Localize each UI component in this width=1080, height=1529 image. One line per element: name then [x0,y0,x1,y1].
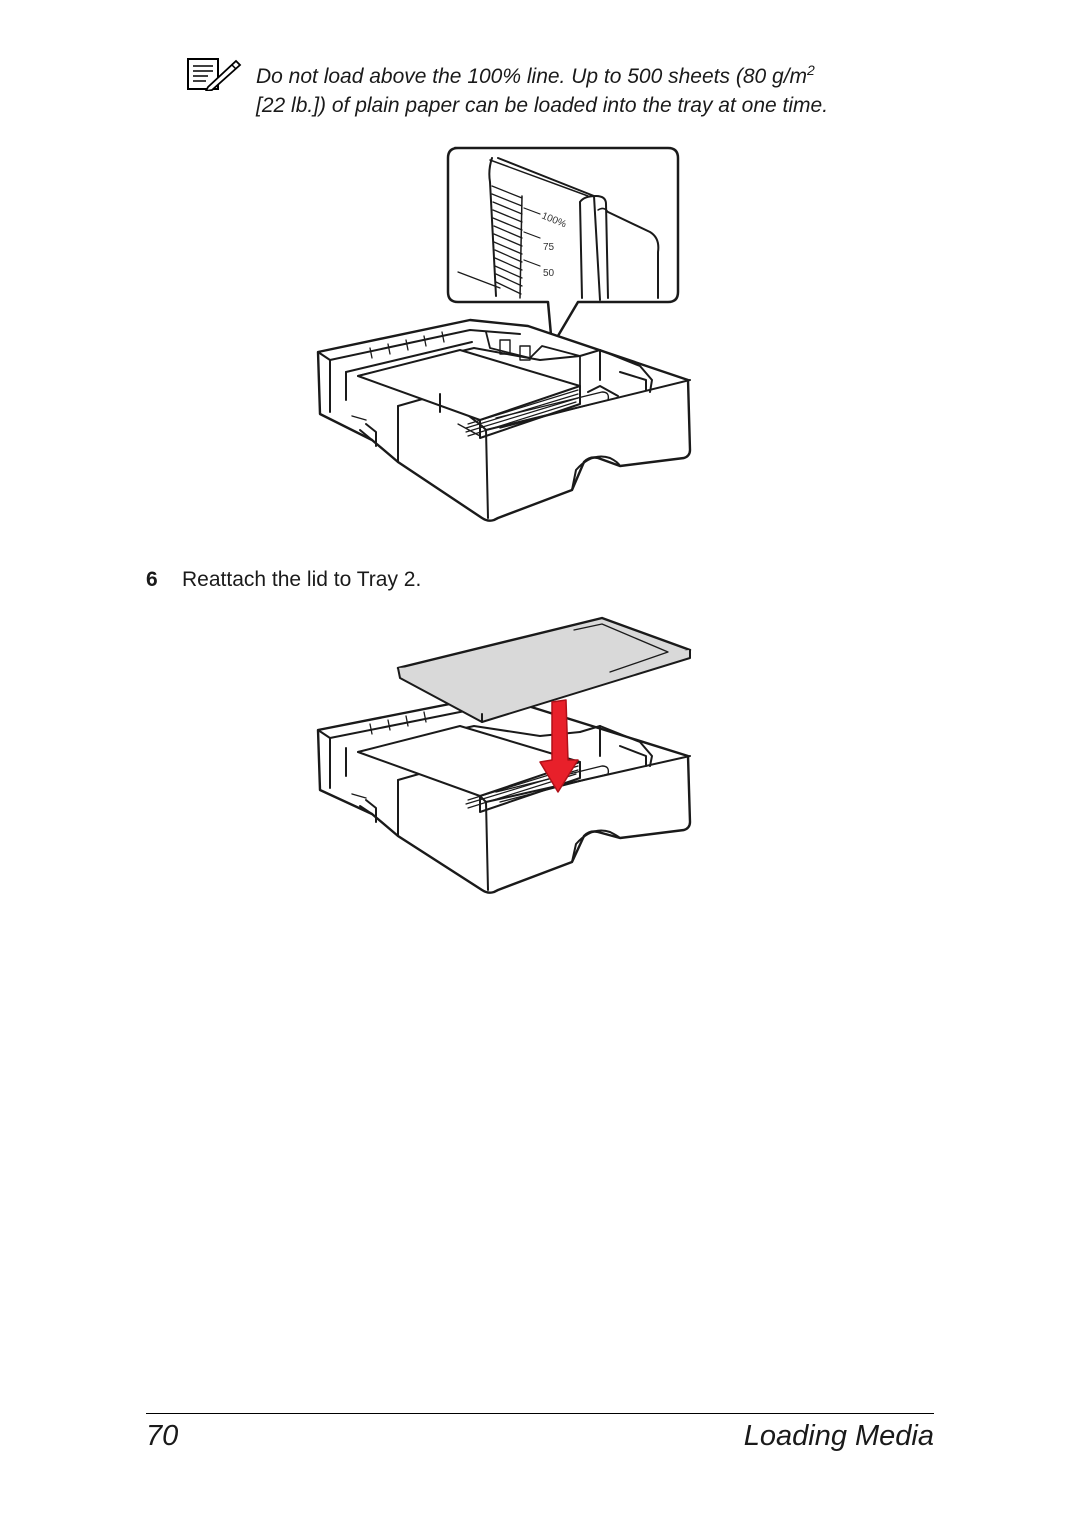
scale-label-75: 75 [543,242,555,253]
note-line-2: [22 lb.]) of plain paper can be loaded i… [256,94,829,117]
paper-tray-figure [316,318,692,522]
section-title: Loading Media [743,1420,934,1452]
note-pencil-icon [187,58,242,91]
note-text: Do not load above the 100% line. Up to 5… [256,62,1016,120]
down-arrow-icon [539,699,579,793]
page-number: 70 [146,1420,179,1452]
tray-lid-figure [316,616,692,894]
step-number: 6 [146,568,158,591]
note-line-1: Do not load above the 100% line. Up to 5… [256,65,808,88]
footer-rule [146,1413,934,1414]
note-superscript: 2 [807,62,815,78]
step-text: Reattach the lid to Tray 2. [182,568,422,591]
scale-callout [446,146,680,348]
scale-label-50: 50 [543,268,555,279]
